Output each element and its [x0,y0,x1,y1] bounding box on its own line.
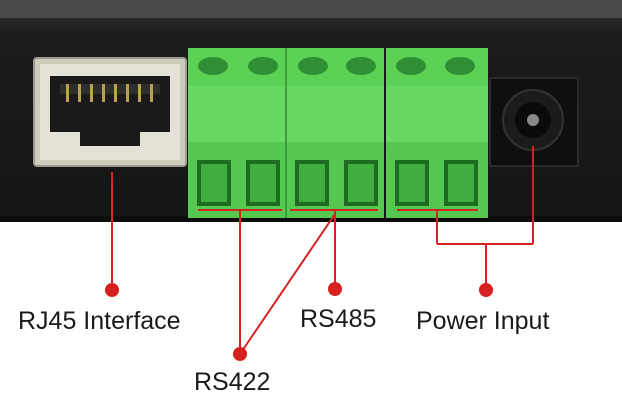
callout-lines [111,146,534,355]
terminal-block-power [386,48,488,218]
label-rs485: RS485 [300,305,377,333]
label-rj45-interface: RJ45 Interface [18,307,181,335]
rj45-port [33,57,187,167]
callout-dots [105,282,493,361]
dc-power-jack [489,77,579,167]
terminal-block-rs [188,48,384,218]
label-power-input: Power Input [416,307,550,335]
label-rs422: RS422 [194,368,271,396]
